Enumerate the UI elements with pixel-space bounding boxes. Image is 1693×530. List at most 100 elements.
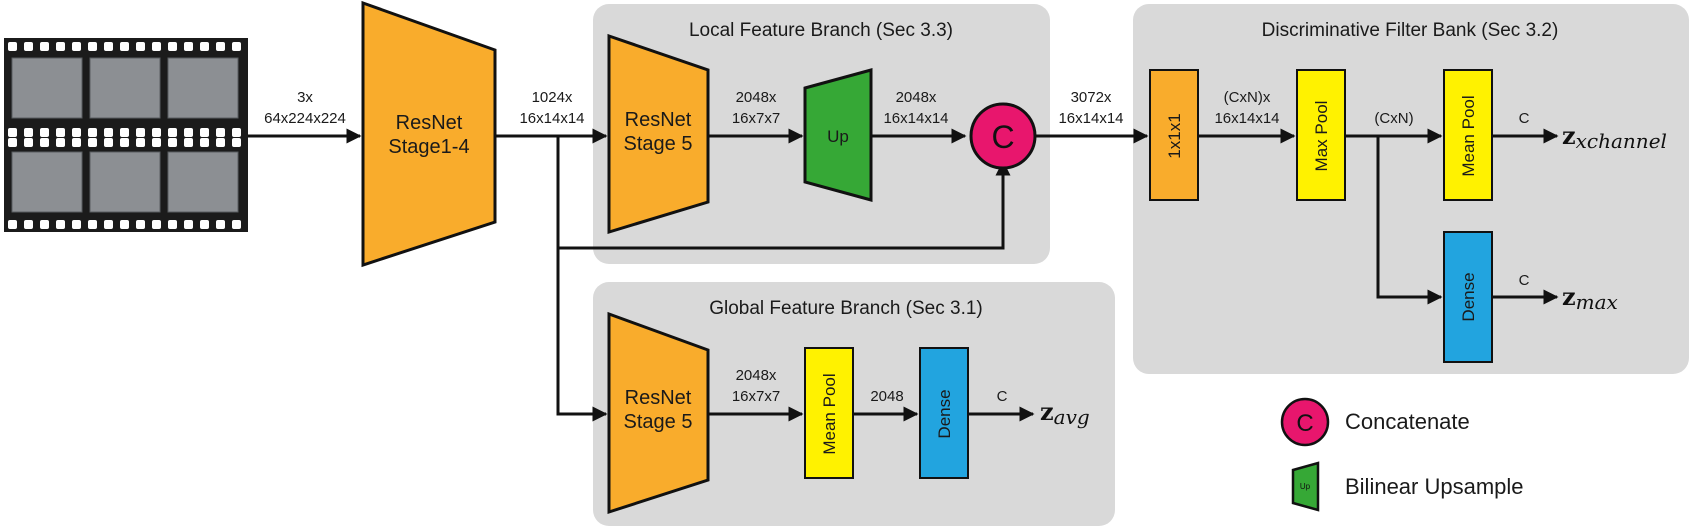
local-resnet-stage5-label-1: ResNet — [625, 109, 692, 131]
sprocket-hole — [200, 128, 209, 137]
r14-to-global-arrow — [556, 136, 608, 422]
legend-up-symbol-label: Up — [1300, 482, 1311, 491]
sprocket-hole — [200, 220, 209, 229]
dfb-title: Discriminative Filter Bank (Sec 3.2) — [1262, 20, 1559, 41]
sprocket-hole — [216, 42, 225, 51]
local-r5-out-label-2: 16x7x7 — [732, 110, 780, 127]
sprocket-hole — [184, 42, 193, 51]
sprocket-hole — [72, 220, 81, 229]
resnet-stage1-4-label-2: Stage1-4 — [388, 136, 469, 158]
maxpool-label: Max Pool — [1312, 101, 1331, 172]
sprocket-hole — [136, 220, 145, 229]
z-xchannel-base: z — [1562, 121, 1576, 150]
sprocket-hole — [56, 42, 65, 51]
z-max-output: zmax — [1562, 282, 1618, 314]
z-xchannel-sub: xchannel — [1576, 129, 1667, 153]
sprocket-hole — [88, 128, 97, 137]
up-out-label-1: 2048x — [896, 89, 937, 106]
sprocket-hole — [200, 138, 209, 147]
concat-out-label-1: 3072x — [1071, 89, 1112, 106]
global-branch-title: Global Feature Branch (Sec 3.1) — [709, 298, 983, 319]
z-avg-base: z — [1040, 397, 1054, 426]
legend-concat-label: Concatenate — [1345, 409, 1470, 434]
sprocket-hole — [184, 220, 193, 229]
legend-up-label: Bilinear Upsample — [1345, 474, 1524, 499]
sprocket-hole — [72, 138, 81, 147]
sprocket-hole — [136, 42, 145, 51]
input-label-1: 3x — [297, 89, 313, 106]
global-r5-out-label-1: 2048x — [736, 367, 777, 384]
z-xchannel-output: zxchannel — [1562, 121, 1667, 153]
maxpool-to-dense-arrow — [1376, 136, 1443, 305]
local-resnet-stage5-label-2: Stage 5 — [624, 133, 693, 155]
video-frame-thumbnails — [11, 57, 239, 213]
sprocket-hole — [184, 138, 193, 147]
skip-to-concat-arrow — [558, 160, 1011, 250]
z-avg-sub: avg — [1054, 405, 1090, 429]
global-meanpool-out-label: 2048 — [870, 388, 903, 405]
dfb-meanpool-label: Mean Pool — [1459, 95, 1478, 176]
maxpool-out-label: (CxN) — [1374, 110, 1413, 127]
sprocket-hole — [104, 42, 113, 51]
sprocket-hole — [72, 128, 81, 137]
sprocket-hole — [56, 220, 65, 229]
sprocket-hole — [200, 42, 209, 51]
sprocket-hole — [88, 138, 97, 147]
sprocket-hole — [56, 138, 65, 147]
global-r5-out-label-2: 16x7x7 — [732, 388, 780, 405]
sprocket-hole — [8, 220, 17, 229]
sprocket-hole — [40, 42, 49, 51]
z-max-base: z — [1562, 282, 1576, 311]
conv-1x1x1-block — [1149, 69, 1199, 201]
upsample-label: Up — [827, 127, 849, 146]
sprocket-hole — [216, 138, 225, 147]
sprocket-hole — [24, 220, 33, 229]
sprocket-hole — [168, 220, 177, 229]
sprocket-hole — [120, 42, 129, 51]
sprocket-hole — [184, 128, 193, 137]
legend-concat-symbol — [1280, 397, 1330, 447]
sprocket-hole — [8, 128, 17, 137]
dfb-panel — [1133, 4, 1689, 374]
concatenate-node-label: C — [991, 119, 1014, 155]
sprocket-hole — [8, 42, 17, 51]
input-video-frames — [4, 38, 248, 232]
conv-out-label-1: (CxN)x — [1224, 89, 1271, 106]
sprocket-hole — [120, 128, 129, 137]
legend-concat-symbol-label: C — [1296, 410, 1313, 437]
sprocket-hole — [216, 128, 225, 137]
dfb-dense-label: Dense — [1459, 272, 1478, 321]
z-max-sub: max — [1576, 290, 1618, 314]
sprocket-hole — [24, 42, 33, 51]
input-label-2: 64x224x224 — [264, 110, 346, 127]
local-r5-out-label-1: 2048x — [736, 89, 777, 106]
legend: C Concatenate Up Bilinear Upsample — [1280, 397, 1524, 512]
upsample-block — [803, 68, 873, 202]
dfb-meanpool-out-label: C — [1519, 110, 1530, 127]
sprocket-hole — [24, 138, 33, 147]
local-branch-title: Local Feature Branch (Sec 3.3) — [689, 20, 953, 41]
global-resnet-stage5-label-1: ResNet — [625, 387, 692, 409]
sprocket-hole — [152, 220, 161, 229]
sprocket-hole — [232, 42, 241, 51]
sprocket-hole — [24, 128, 33, 137]
sprocket-hole — [120, 138, 129, 147]
sprocket-hole — [40, 128, 49, 137]
resnet-stage1-4-label-1: ResNet — [396, 112, 463, 134]
sprocket-hole — [136, 128, 145, 137]
sprocket-hole — [120, 220, 129, 229]
sprocket-hole — [152, 138, 161, 147]
up-out-label-2: 16x14x14 — [883, 110, 948, 127]
global-meanpool-label: Mean Pool — [820, 373, 839, 454]
global-dense-block — [919, 347, 969, 479]
global-resnet-stage5-label-2: Stage 5 — [624, 411, 693, 433]
local-resnet-stage5-block — [607, 33, 710, 235]
global-dense-out-label: C — [997, 388, 1008, 405]
global-dense-label: Dense — [935, 389, 954, 438]
sprocket-hole — [8, 138, 17, 147]
dfb-meanpool-block — [1443, 69, 1493, 201]
sprocket-hole — [40, 220, 49, 229]
sprocket-hole — [232, 138, 241, 147]
